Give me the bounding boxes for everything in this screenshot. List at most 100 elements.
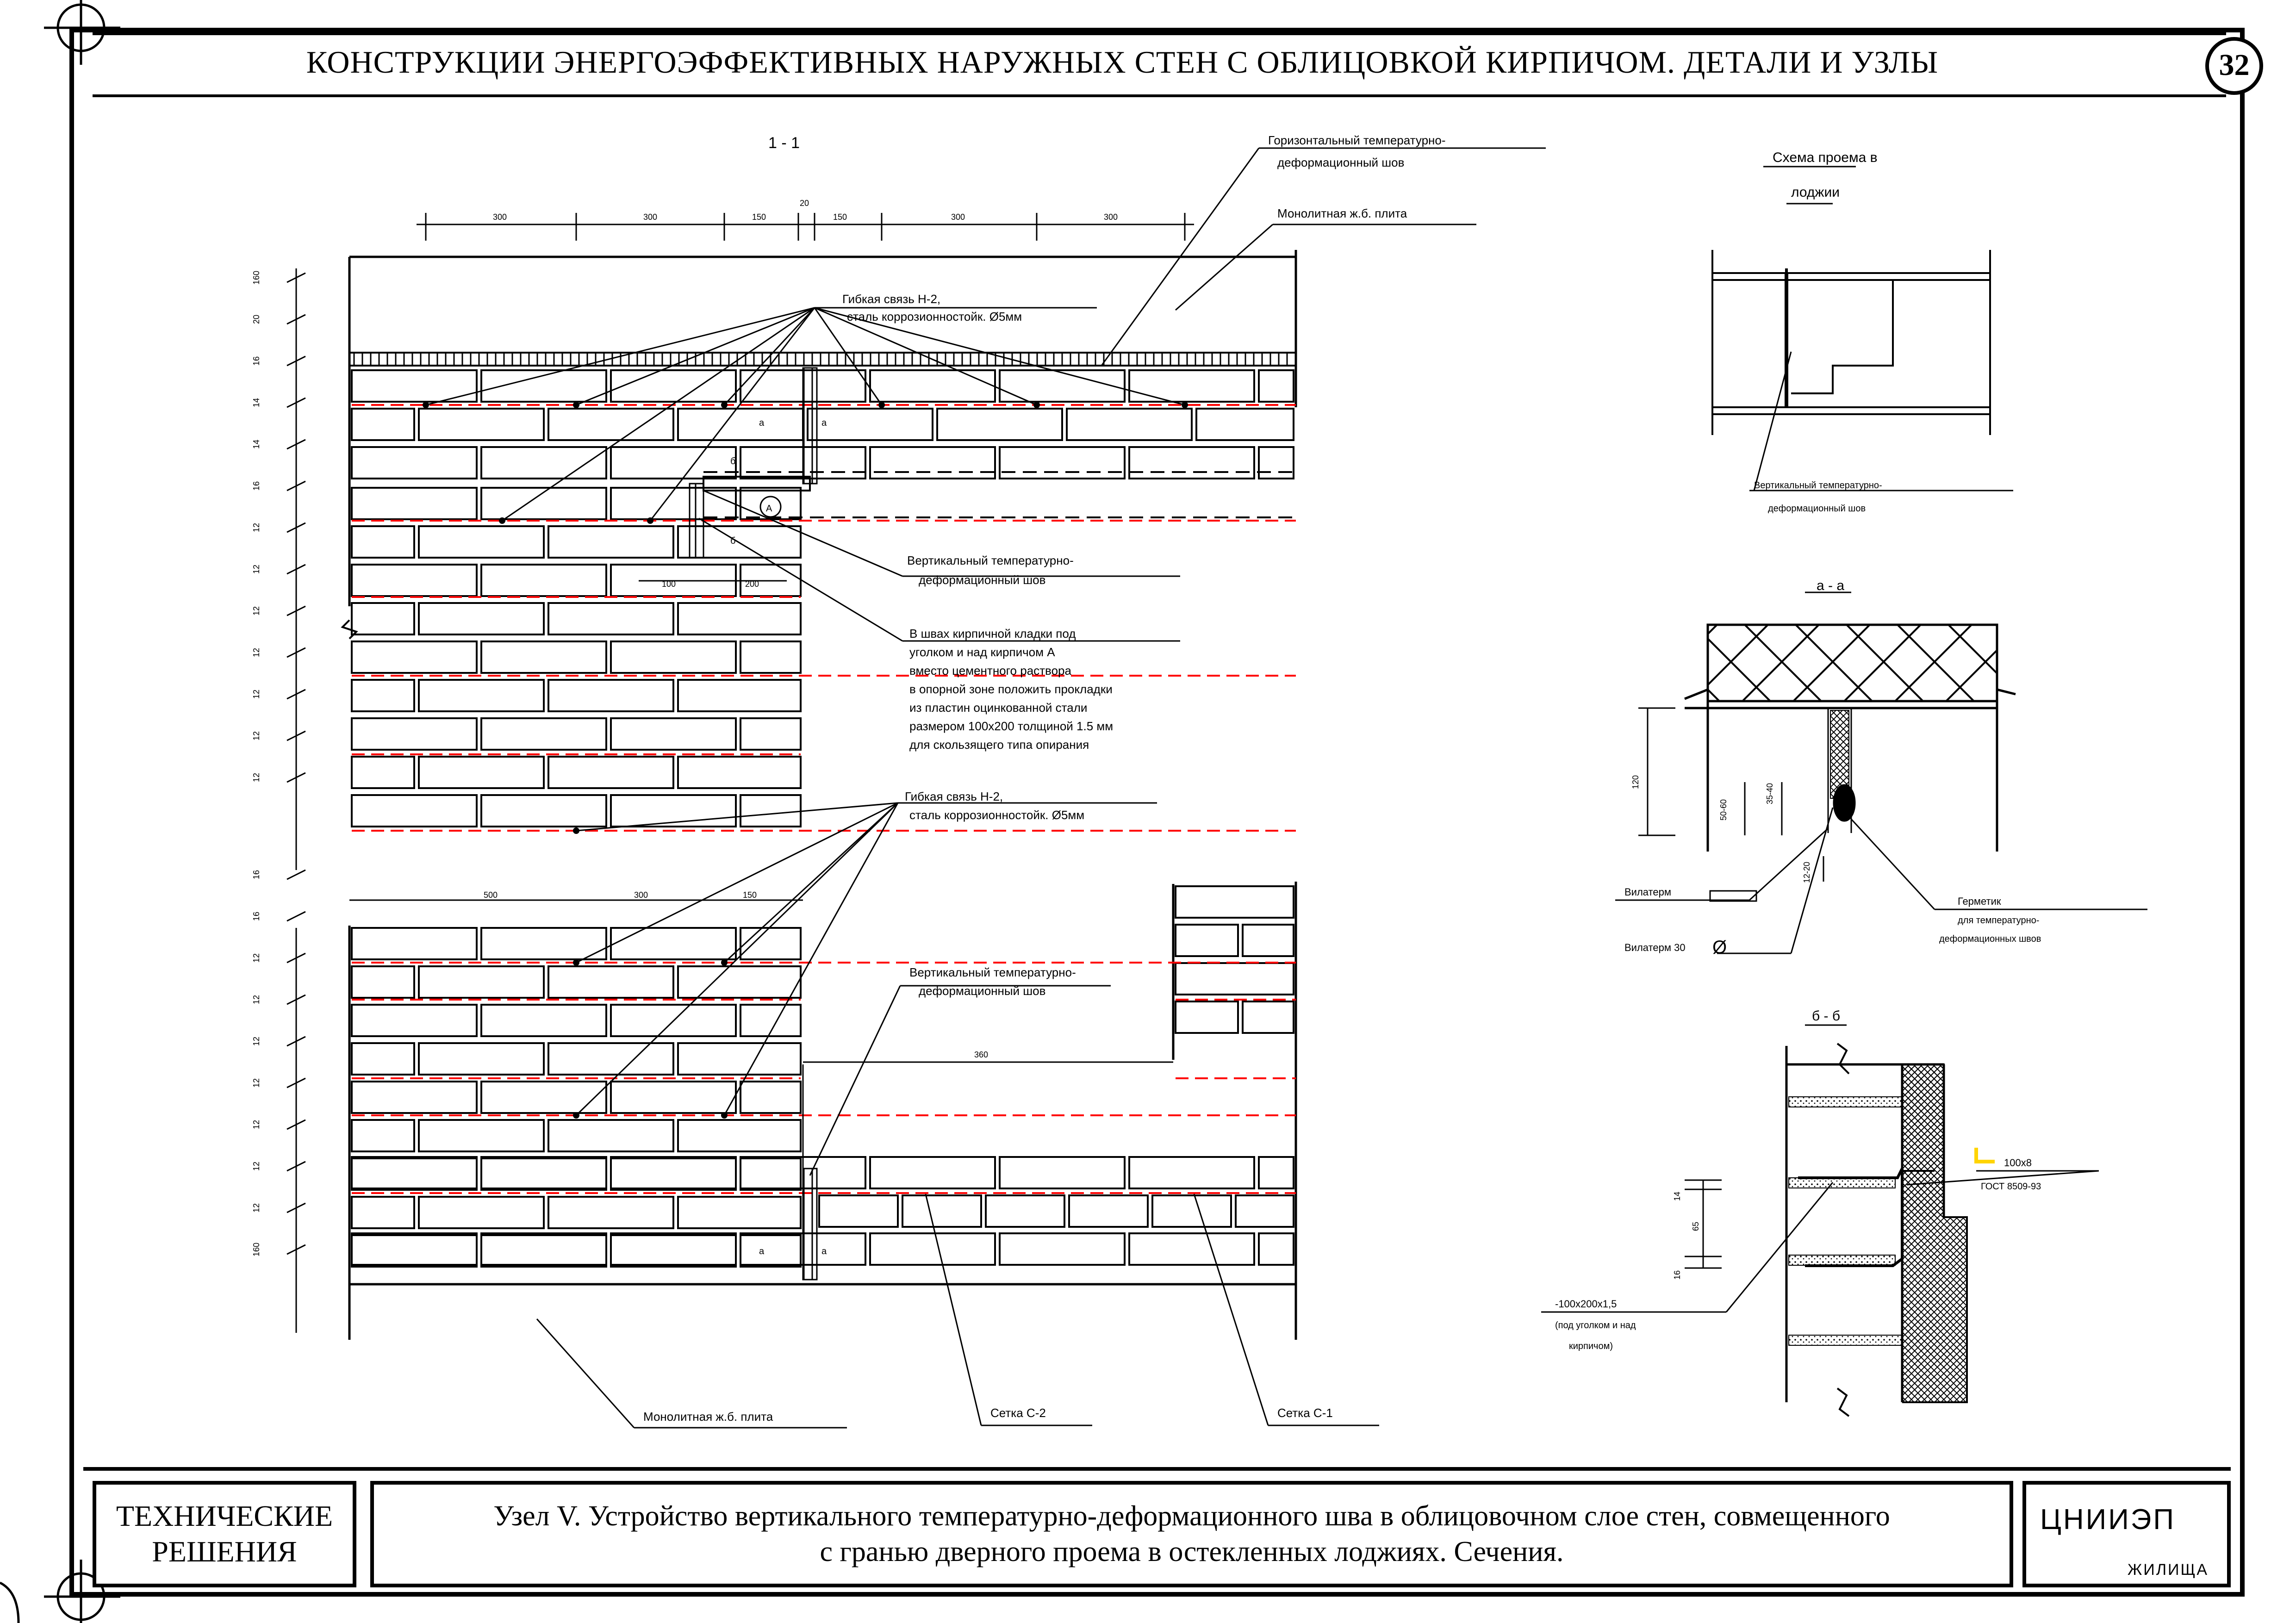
brick — [548, 525, 674, 559]
tie-dot — [1182, 402, 1188, 408]
brick — [677, 756, 802, 789]
scheme-note-2: деформационный шов — [1768, 504, 1866, 514]
brick — [610, 1234, 737, 1268]
brick — [480, 717, 607, 751]
brick — [351, 794, 478, 827]
leader-line — [1193, 1194, 1269, 1426]
brick — [999, 1156, 1126, 1189]
aa-sealant-1: Герметик — [1958, 895, 2001, 907]
leader-line — [1101, 148, 1260, 366]
brick — [351, 525, 415, 559]
brick — [351, 602, 415, 635]
dimension-tick — [286, 605, 306, 616]
brick — [480, 369, 607, 403]
dimension-value: 16 — [1673, 1270, 1682, 1280]
scheme-opening — [1711, 166, 2013, 491]
brick — [351, 446, 478, 479]
dimension-tick — [286, 1161, 306, 1172]
dimension-tick — [286, 1119, 306, 1130]
tie-dot — [721, 1112, 728, 1119]
brick — [1128, 446, 1255, 479]
note-tie-mid-2: сталь коррозионностойк. Ø5мм — [909, 808, 1084, 822]
section-a-a — [1615, 591, 2147, 954]
brick — [999, 1232, 1126, 1266]
dimension-tick — [286, 272, 306, 283]
leader-line — [576, 307, 815, 406]
aa-sealant-3: деформационных швов — [1939, 934, 2041, 944]
dimension-value: 16 — [252, 912, 261, 921]
note-horizontal-joint-1: Горизонтальный температурно- — [1268, 133, 1446, 147]
brick — [610, 487, 737, 520]
brick — [1195, 408, 1294, 441]
brick — [480, 1157, 607, 1191]
mark-b-1: б — [730, 456, 735, 466]
dimension-value: 16 — [252, 356, 261, 366]
brick — [610, 1081, 737, 1114]
brick — [1258, 1232, 1294, 1266]
dimension-value: 16 — [252, 481, 261, 491]
aa-sealant-2: для температурно- — [1958, 915, 2039, 926]
brick — [351, 679, 415, 712]
aa-vilaterm: Вилатерм — [1624, 886, 1671, 898]
brick — [548, 1042, 674, 1076]
brick — [610, 446, 737, 479]
dimension-value: 14 — [1673, 1192, 1682, 1201]
dimension-value: 12 — [252, 648, 261, 657]
brick — [1258, 369, 1294, 403]
brick — [1175, 1001, 1239, 1034]
brick — [610, 717, 737, 751]
brick — [351, 487, 478, 520]
dimension-value: 12 — [252, 1037, 261, 1046]
tie-dot — [573, 402, 579, 408]
scheme-note-1: Вертикальный температурно- — [1754, 480, 1882, 491]
brick — [480, 1232, 607, 1266]
note-seams-3: вместо цементного раствора — [909, 664, 1071, 678]
dimension-tick — [286, 1036, 306, 1047]
drawing-frame — [69, 28, 2245, 1597]
dimension-value: 360 — [974, 1050, 988, 1059]
leader-line — [576, 802, 898, 964]
bb-angle-1: 100х8 — [2004, 1157, 2032, 1169]
brick — [1068, 1194, 1149, 1228]
brick — [869, 369, 996, 403]
brick — [740, 640, 802, 674]
dimension-value: 12 — [252, 523, 261, 532]
dimension-value: 300 — [634, 890, 648, 900]
note-tie-top-1: Гибкая связь Н-2, — [842, 292, 940, 306]
note-monolith-bottom: Монолитная ж.б. плита — [643, 1410, 773, 1424]
brick — [985, 1194, 1065, 1228]
tie-dot — [1033, 402, 1040, 408]
brick — [548, 602, 674, 635]
leader-line — [814, 307, 883, 405]
dimension-value: 150 — [752, 212, 766, 222]
brick — [351, 564, 478, 597]
note-mesh-c1: Сетка С-1 — [1277, 1406, 1333, 1420]
leader-line — [814, 307, 1037, 406]
bb-angle-2: ГОСТ 8509-93 — [1981, 1181, 2041, 1192]
brick — [740, 1234, 802, 1268]
leader-line — [1175, 224, 1273, 311]
brick — [418, 408, 545, 441]
dimension-tick — [286, 994, 306, 1005]
dimension-value: 12 — [252, 690, 261, 699]
tie-dot — [573, 1112, 579, 1119]
brick — [351, 1234, 478, 1268]
dimension-value: 12 — [252, 731, 261, 740]
brick — [1235, 1194, 1294, 1228]
brick — [999, 369, 1126, 403]
brick — [1258, 1156, 1294, 1189]
brick — [548, 1196, 674, 1229]
brick — [610, 794, 737, 827]
dimension-value: 120 — [1631, 775, 1640, 789]
dimension-tick — [286, 869, 306, 880]
label-section-1-1: 1 - 1 — [768, 134, 800, 152]
mark-a-3: а — [759, 1246, 765, 1256]
leader-line — [814, 307, 1185, 406]
note-tie-mid-1: Гибкая связь Н-2, — [905, 790, 1003, 803]
dimension-value: 300 — [951, 212, 965, 222]
dimension-value: 300 — [643, 212, 657, 222]
label-section-b-b: б - б — [1812, 1008, 1840, 1024]
dimension-value: 50-60 — [1719, 799, 1728, 821]
brick — [610, 1004, 737, 1037]
brick — [351, 640, 478, 674]
